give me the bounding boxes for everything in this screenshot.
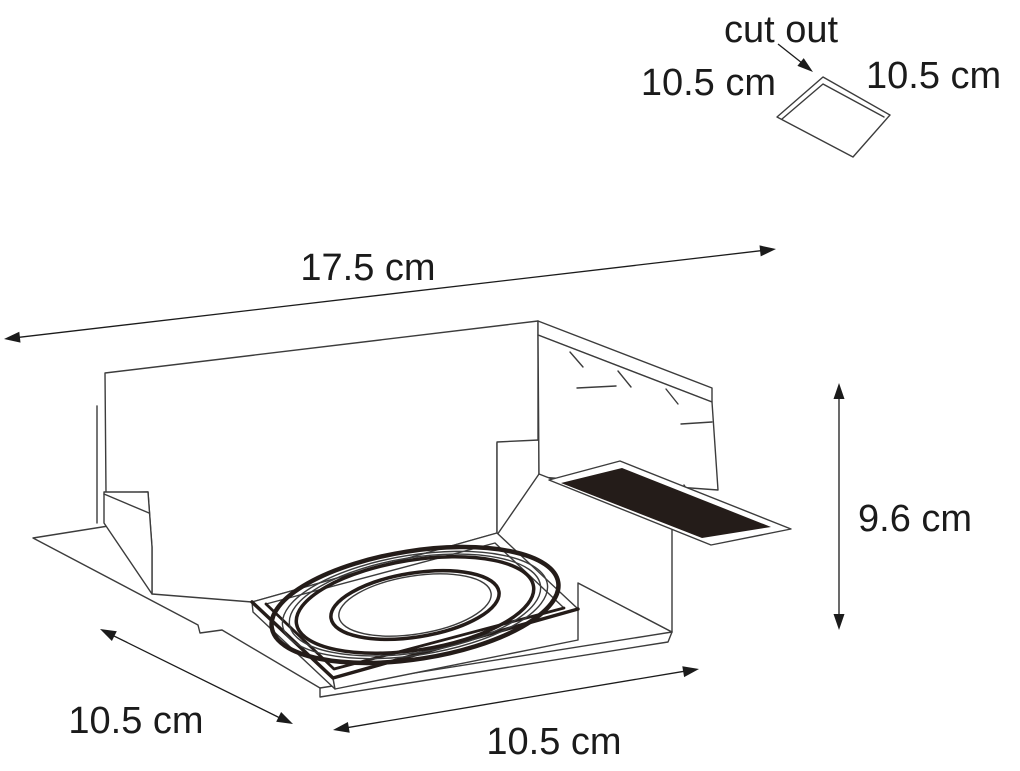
trim-plate-thickness bbox=[319, 631, 673, 698]
dim-width-line bbox=[18, 250, 762, 338]
dim-depth-label: 10.5 cm bbox=[68, 700, 203, 742]
lamp-rim-inner-thick-edge bbox=[264, 602, 566, 671]
dim-front-width-line bbox=[346, 670, 685, 729]
cutout-right-dim-label: 10.5 cm bbox=[866, 55, 1001, 97]
mounting-bracket-fold bbox=[103, 493, 150, 514]
cutout-pointer-arrowhead bbox=[797, 58, 813, 72]
cutout-square-rim bbox=[781, 83, 885, 120]
dim-front-width-label: 10.5 cm bbox=[486, 721, 621, 763]
cutout-title: cut out bbox=[724, 9, 839, 51]
dim-depth-line bbox=[112, 634, 281, 719]
dim-height-label: 9.6 cm bbox=[858, 498, 972, 540]
cutout-left-dim-label: 10.5 cm bbox=[641, 62, 776, 104]
cutout-diagram: cut out 10.5 cm 10.5 cm bbox=[641, 9, 1001, 158]
mounting-bracket bbox=[103, 491, 153, 595]
cutout-pointer-line bbox=[777, 43, 803, 64]
cutout-square bbox=[776, 76, 891, 158]
dim-width-label: 17.5 cm bbox=[300, 247, 435, 289]
dimension-annotations: 17.5 cm 9.6 cm 10.5 cm 10.5 cm bbox=[4, 245, 972, 763]
fixture-drawing bbox=[32, 320, 792, 698]
terminal-strip-black bbox=[561, 468, 771, 538]
lamp-rings bbox=[269, 544, 561, 666]
lamp-rim-outer-thick-edge bbox=[250, 600, 580, 680]
right-wall-front-face bbox=[537, 334, 719, 491]
